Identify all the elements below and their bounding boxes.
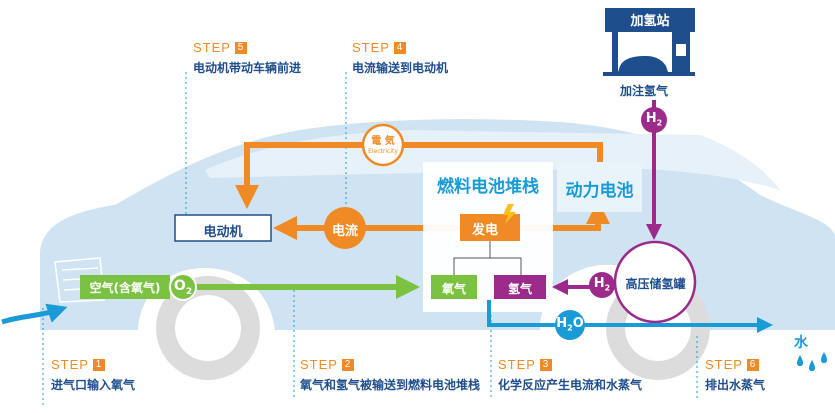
fuel-cell-stack-label: 燃料电池堆栈 (437, 177, 539, 197)
tank-label: 高压储氢罐 (625, 277, 686, 291)
motor-box (174, 214, 272, 242)
h2-label-tank: H2 (593, 276, 611, 293)
water-label: 水 (794, 335, 808, 351)
current-badge (324, 207, 366, 249)
o2-label: O2 (173, 278, 193, 297)
generate-label: 发电 (471, 223, 498, 238)
front-wheel (156, 276, 260, 380)
air-label-bg (80, 275, 170, 299)
lightning-icon (503, 204, 516, 224)
hydrogen-station-icon (603, 8, 695, 76)
h2-label-top: H2 (645, 111, 663, 128)
water-drops-icon (797, 352, 827, 371)
water-exhaust-line (487, 300, 773, 333)
electricity-badge (361, 123, 405, 167)
h2o-label: H2O (556, 316, 584, 333)
h2-badge-top (641, 107, 667, 133)
air-intake-arrow (1, 303, 68, 325)
h2o-badge (555, 310, 585, 340)
electricity-cn-label: 電 気 (371, 136, 395, 147)
motor-label: 电动机 (203, 225, 243, 240)
h2-badge-tank (589, 272, 615, 298)
stack-connector-lines (453, 241, 522, 275)
station-title: 加氢站 (630, 14, 670, 29)
electricity-en-label: Electricity (368, 148, 398, 155)
oxygen-label: 氧气 (441, 282, 466, 296)
o2-badge (169, 273, 197, 301)
power-battery-label: 动力电池 (565, 181, 634, 201)
current-label: 电流 (331, 224, 358, 239)
air-label: 空气(含氧气) (89, 281, 161, 295)
hydrogen-label: 氢气 (507, 282, 532, 296)
station-label: 加注氢气 (620, 84, 669, 98)
hydrogen-box (494, 275, 546, 299)
oxygen-box (431, 275, 477, 299)
electricity-loop-line (235, 142, 603, 209)
tank-circle (613, 240, 697, 324)
power-battery-box (557, 162, 642, 212)
